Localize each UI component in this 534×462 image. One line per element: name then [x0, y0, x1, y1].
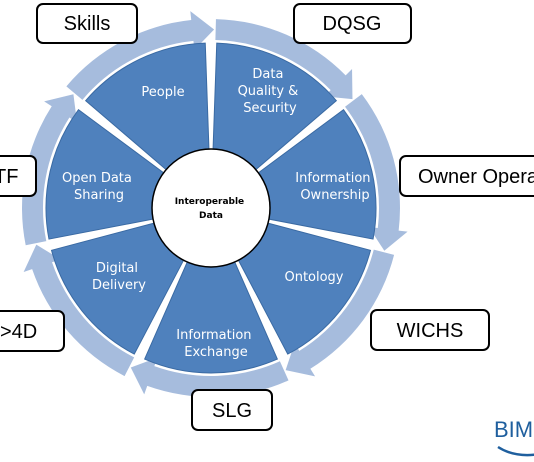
ring-arrow-information-exchange	[23, 244, 135, 377]
box-skills-label: Skills	[64, 13, 111, 35]
box-skills: Skills	[36, 3, 138, 44]
box-slg-label: SLG	[212, 400, 252, 422]
bim-logo: BIM	[494, 417, 534, 457]
segment-labels: People Data Quality & Security Informati…	[62, 67, 374, 360]
segment-label-ontology: Ontology	[284, 270, 343, 285]
hub-circle	[151, 148, 271, 268]
box-four-d: >4D	[0, 310, 65, 352]
box-dqsg-label: DQSG	[323, 13, 382, 35]
box-owner-operator-label: Owner Opera	[418, 166, 534, 188]
ring-arrow-people	[215, 19, 353, 100]
box-left-tf-label: TF	[0, 166, 18, 188]
ring-arrow-digital-delivery	[22, 94, 78, 246]
ring-arrow-open-data-sharing	[66, 11, 215, 100]
segment-label-information-ownership: Information Ownership	[295, 171, 374, 203]
hub: Interoperable Data	[151, 148, 271, 268]
segment-label-open-data-sharing: Open Data Sharing	[62, 171, 136, 203]
segment-label-information-exchange: Information Exchange	[176, 328, 255, 360]
ring-arrow-ontology	[130, 357, 289, 397]
hub-label: Interoperable Data	[175, 197, 248, 221]
box-owner-operator: Owner Opera	[399, 155, 534, 197]
segment-label-people: People	[141, 85, 184, 100]
bim-logo-text: BIM	[494, 417, 533, 442]
ring-arrow-information-ownership	[285, 249, 395, 377]
box-dqsg: DQSG	[293, 3, 412, 44]
segment-label-digital-delivery: Digital Delivery	[92, 261, 146, 293]
segments	[45, 42, 377, 374]
bim-logo-swoosh	[497, 445, 534, 457]
box-four-d-label: >4D	[0, 321, 37, 343]
box-slg: SLG	[191, 389, 273, 431]
ring-arrows	[22, 11, 408, 397]
box-wichs: WICHS	[370, 309, 490, 351]
box-left-tf: TF	[0, 155, 37, 197]
box-wichs-label: WICHS	[397, 320, 464, 342]
ring-arrow-data-quality-security	[345, 94, 408, 251]
segment-label-data-quality-security: Data Quality & Security	[238, 67, 303, 116]
